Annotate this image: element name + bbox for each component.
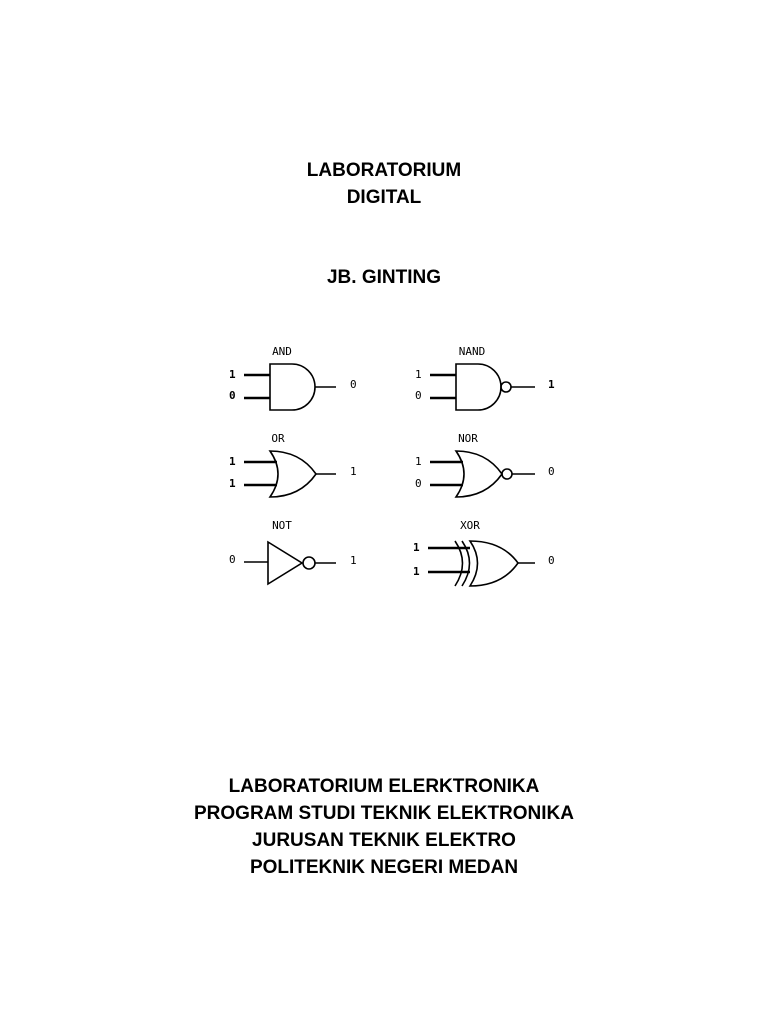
- nand-output-value: 1: [548, 378, 555, 391]
- title-line-1: LABORATORIUM: [306, 160, 462, 181]
- not-gate: NOT 0 1: [229, 519, 357, 586]
- or-input-2-value: 1: [229, 477, 236, 490]
- or-gate-symbol: [268, 450, 317, 498]
- and-input-1-value: 1: [229, 368, 236, 381]
- nand-input-1-value: 1: [415, 368, 422, 381]
- xor-extra-arc-1: [454, 540, 464, 587]
- xor-gate-label: XOR: [460, 519, 480, 532]
- document-title: LABORATORIUM DIGITAL: [0, 157, 768, 211]
- nor-input-2-value: 0: [415, 477, 422, 490]
- xor-gate-symbol: [468, 540, 519, 587]
- and-input-2-value: 0: [229, 389, 236, 402]
- and-output-value: 0: [350, 378, 357, 391]
- and-gate-symbol: [269, 363, 316, 411]
- or-gate-label: OR: [271, 432, 285, 445]
- nor-gate-label: NOR: [458, 432, 478, 445]
- nor-gate-symbol: [454, 450, 503, 498]
- and-gate: AND 1 0 0: [229, 345, 357, 411]
- not-gate-symbol: [267, 540, 304, 586]
- nor-gate: NOR 1 0 0: [415, 432, 555, 498]
- xor-extra-arc-2: [461, 540, 471, 587]
- xor-output-value: 0: [548, 554, 555, 567]
- author-name: JB. GINTING: [0, 264, 768, 291]
- not-input-value: 0: [229, 553, 236, 566]
- or-gate: OR 1 1 1: [229, 432, 357, 498]
- nor-output-value: 0: [548, 465, 555, 478]
- institution-footer: LABORATORIUM ELERKTRONIKA PROGRAM STUDI …: [0, 773, 768, 881]
- not-inversion-bubble: [302, 556, 316, 570]
- footer-line-1: LABORATORIUM ELERKTRONIKA: [228, 776, 540, 797]
- not-gate-label: NOT: [272, 519, 292, 532]
- xor-input-1-value: 1: [413, 541, 420, 554]
- or-output-value: 1: [350, 465, 357, 478]
- nor-inversion-bubble: [501, 468, 513, 480]
- xor-input-2-value: 1: [413, 565, 420, 578]
- nor-input-1-value: 1: [415, 455, 422, 468]
- or-input-1-value: 1: [229, 455, 236, 468]
- nand-inversion-bubble: [500, 381, 512, 393]
- not-output-value: 1: [350, 554, 357, 567]
- footer-line-3: JURUSAN TEKNIK ELEKTRO: [252, 830, 516, 851]
- nand-gate: NAND 1 0 1: [415, 345, 555, 411]
- nand-gate-label: NAND: [459, 345, 486, 358]
- nand-input-2-value: 0: [415, 389, 422, 402]
- xor-gate: XOR 1 1 0: [413, 519, 555, 587]
- nand-gate-symbol: [455, 363, 502, 411]
- footer-line-2: PROGRAM STUDI TEKNIK ELEKTRONIKA: [194, 803, 574, 824]
- title-line-2: DIGITAL: [346, 187, 422, 208]
- author-line: JB. GINTING: [326, 267, 441, 288]
- footer-line-4: POLITEKNIK NEGERI MEDAN: [249, 857, 519, 878]
- and-gate-label: AND: [272, 345, 292, 358]
